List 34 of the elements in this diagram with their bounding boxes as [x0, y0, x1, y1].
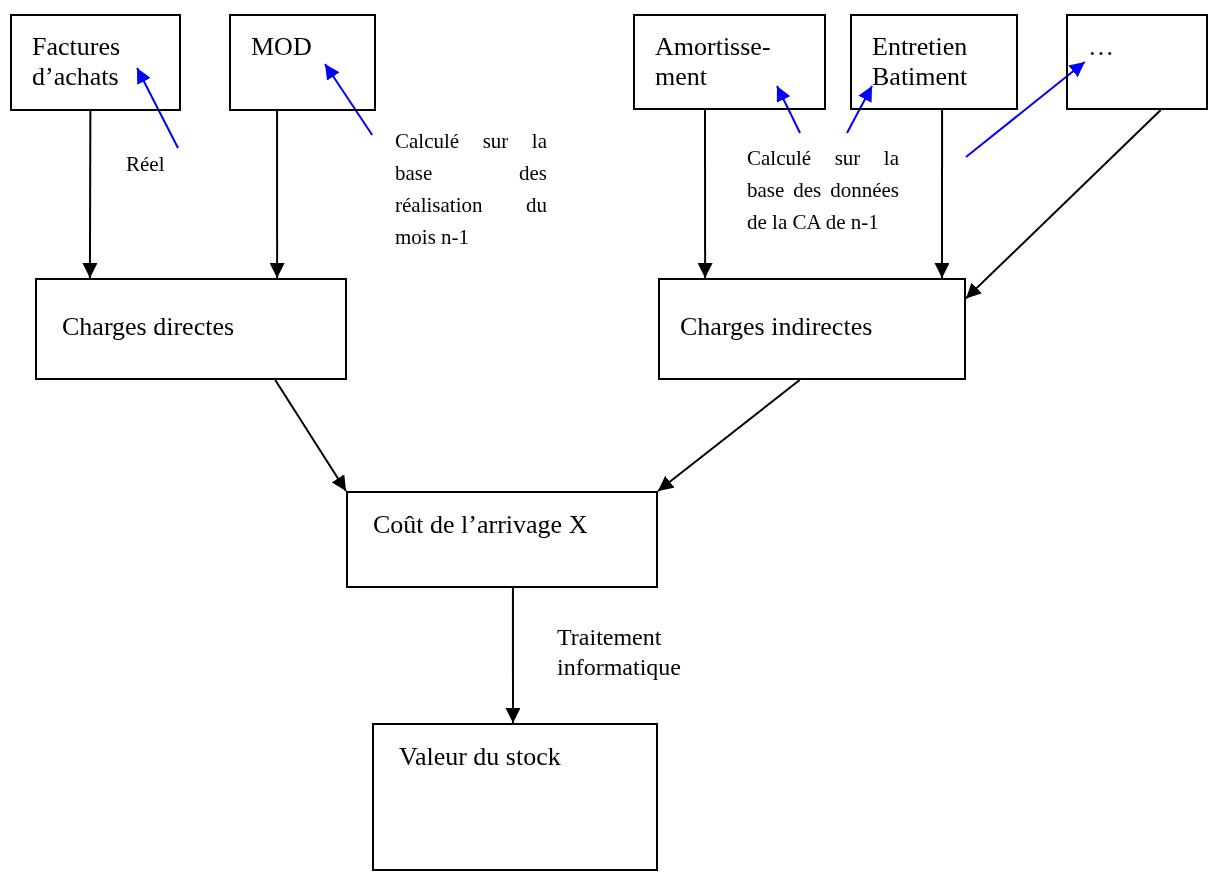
process-box [850, 14, 1018, 110]
arrow [934, 109, 950, 279]
box-label: Coût de l’arrivage X [373, 510, 588, 540]
leader-arrow [324, 62, 374, 136]
box-label: Charges directes [62, 312, 235, 342]
arrow [657, 379, 801, 492]
process-box [10, 14, 181, 111]
arrow [965, 109, 1162, 300]
arrow [82, 110, 98, 279]
leader-arrow [136, 67, 179, 149]
process-box [633, 14, 826, 110]
arrow [274, 379, 347, 492]
process-box [346, 491, 658, 588]
box-label: Amortisse- ment [655, 32, 772, 92]
box-label: Valeur du stock [399, 742, 561, 772]
process-box [372, 723, 658, 871]
annotation-text: Calculé sur la base des réalisation du mois n-1 [395, 125, 547, 260]
box-label: Factures d’achats [32, 32, 122, 92]
leader-arrow [776, 85, 802, 135]
annotation-text: Calculé sur la base des données de la CA de n-1 [747, 142, 899, 270]
annotation-text: Réel [126, 148, 178, 176]
box-label: MOD [251, 32, 312, 62]
process-box [229, 14, 376, 111]
arrow [505, 587, 521, 724]
process-box [1066, 14, 1208, 110]
arrow [697, 109, 713, 279]
leader-arrow [846, 85, 873, 135]
arrow [269, 110, 285, 279]
box-label: Entretien Batiment [872, 32, 969, 92]
process-box [35, 278, 347, 380]
process-box [658, 278, 966, 380]
box-label: … [1088, 32, 1114, 62]
box-label: Charges indirectes [680, 312, 873, 342]
leader-arrow [965, 61, 1086, 158]
